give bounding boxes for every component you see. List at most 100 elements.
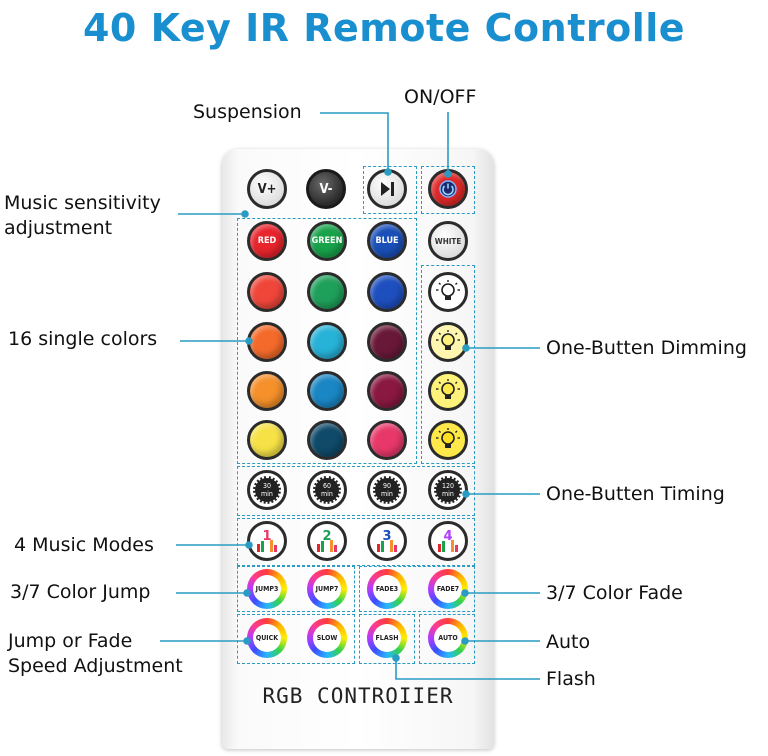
label-music-sensitivity: Music sensitivity adjustment — [4, 192, 161, 239]
label-dimming: One-Butten Dimming — [546, 337, 747, 359]
volume-up-button[interactable]: V+ — [247, 169, 287, 209]
label-on-off: ON/OFF — [404, 86, 477, 108]
music-bars-icon: 4 — [438, 529, 458, 552]
music-mode-number: 1 — [262, 529, 271, 544]
slow-label: SLOW — [316, 634, 338, 642]
play-pause-icon — [381, 182, 394, 196]
color-button[interactable] — [367, 371, 407, 411]
label-music-modes: 4 Music Modes — [14, 534, 154, 556]
bulb-icon — [436, 428, 460, 448]
jump3-button[interactable]: JUMP3 — [247, 569, 287, 609]
timer-value: 90 — [382, 482, 391, 490]
dimming-button[interactable] — [428, 272, 468, 312]
bulb-icon — [436, 379, 460, 399]
music-bars-icon: 1 — [257, 529, 277, 552]
timer-unit: min — [442, 490, 454, 498]
music-mode-4-button[interactable]: 4 — [428, 521, 468, 561]
quick-label: QUICK — [255, 634, 279, 642]
power-icon — [439, 180, 457, 198]
volume-down-button[interactable]: V- — [306, 169, 346, 209]
label-flash: Flash — [546, 668, 596, 690]
fade3-label: FADE3 — [375, 585, 399, 593]
music-bars-icon: 3 — [377, 529, 397, 552]
page-title: 40 Key IR Remote Controlle — [82, 6, 686, 50]
music-mode-3-button[interactable]: 3 — [367, 521, 407, 561]
dimming-button[interactable] — [428, 420, 468, 460]
music-mode-number: 4 — [443, 529, 452, 544]
label-suspension: Suspension — [193, 101, 302, 123]
color-button[interactable] — [307, 272, 347, 312]
fade7-label: FADE7 — [436, 585, 460, 593]
color-button[interactable] — [247, 420, 287, 460]
clock-icon: 30 min — [253, 476, 281, 504]
fade3-button[interactable]: FADE3 — [367, 569, 407, 609]
slow-button[interactable]: SLOW — [307, 618, 347, 658]
bulb-icon — [436, 330, 460, 350]
color-button[interactable] — [367, 322, 407, 362]
red-button[interactable]: RED — [247, 221, 287, 261]
red-label: RED — [257, 236, 277, 246]
color-button[interactable] — [247, 371, 287, 411]
auto-label: AUTO — [438, 634, 458, 642]
fade7-button[interactable]: FADE7 — [428, 569, 468, 609]
color-button[interactable] — [307, 322, 347, 362]
color-button[interactable] — [367, 420, 407, 460]
power-button[interactable] — [428, 169, 468, 209]
music-mode-number: 3 — [382, 529, 391, 544]
timer-90-button[interactable]: 90 min — [367, 470, 407, 510]
music-mode-1-button[interactable]: 1 — [247, 521, 287, 561]
timer-60-button[interactable]: 60 min — [307, 470, 347, 510]
play-pause-button[interactable] — [367, 169, 407, 209]
jump3-label: JUMP3 — [255, 585, 279, 593]
label-color-fade: 3/7 Color Fade — [546, 582, 683, 604]
clock-icon: 60 min — [313, 476, 341, 504]
flash-button[interactable]: FLASH — [367, 618, 407, 658]
green-label: GREEN — [311, 236, 343, 246]
color-button[interactable] — [307, 371, 347, 411]
dimming-box — [421, 265, 475, 464]
timer-value: 60 — [322, 482, 331, 490]
bulb-icon — [436, 280, 460, 300]
fade-box — [359, 566, 475, 612]
timer-value: 30 — [262, 482, 271, 490]
white-button[interactable]: WHITE — [428, 221, 468, 261]
flash-box — [359, 614, 415, 664]
label-timing: One-Butten Timing — [546, 483, 725, 505]
jump7-label: JUMP7 — [315, 585, 339, 593]
label-auto: Auto — [546, 631, 591, 653]
green-button[interactable]: GREEN — [307, 221, 347, 261]
volume-up-label: V+ — [257, 181, 277, 197]
timer-30-button[interactable]: 30 min — [247, 470, 287, 510]
clock-icon: 90 min — [373, 476, 401, 504]
label-single-colors: 16 single colors — [8, 328, 158, 350]
flash-label: FLASH — [375, 634, 399, 642]
label-color-jump: 3/7 Color Jump — [10, 581, 151, 603]
auto-button[interactable]: AUTO — [428, 618, 468, 658]
music-box — [237, 518, 475, 566]
timer-unit: min — [321, 490, 333, 498]
blue-button[interactable]: BLUE — [367, 221, 407, 261]
timer-unit: min — [261, 490, 273, 498]
dimming-button[interactable] — [428, 371, 468, 411]
play-group-box — [363, 166, 417, 214]
white-label: WHITE — [434, 236, 462, 246]
jump7-button[interactable]: JUMP7 — [307, 569, 347, 609]
timer-value: 120 — [441, 482, 455, 490]
music-mode-number: 2 — [322, 529, 331, 544]
timer-unit: min — [381, 490, 393, 498]
color-button[interactable] — [307, 420, 347, 460]
speed-box — [237, 614, 355, 664]
color-button[interactable] — [367, 272, 407, 312]
blue-label: BLUE — [375, 236, 399, 246]
music-mode-2-button[interactable]: 2 — [307, 521, 347, 561]
music-bars-icon: 2 — [317, 529, 337, 552]
label-speed-adjustment: Jump or Fade Speed Adjustment — [8, 630, 183, 677]
color-button[interactable] — [247, 272, 287, 312]
timer-120-button[interactable]: 120 min — [428, 470, 468, 510]
timing-box — [237, 466, 475, 516]
color-button[interactable] — [247, 322, 287, 362]
jump-box — [237, 566, 355, 612]
quick-button[interactable]: QUICK — [247, 618, 287, 658]
dimming-button[interactable] — [428, 322, 468, 362]
clock-icon: 120 min — [434, 476, 462, 504]
